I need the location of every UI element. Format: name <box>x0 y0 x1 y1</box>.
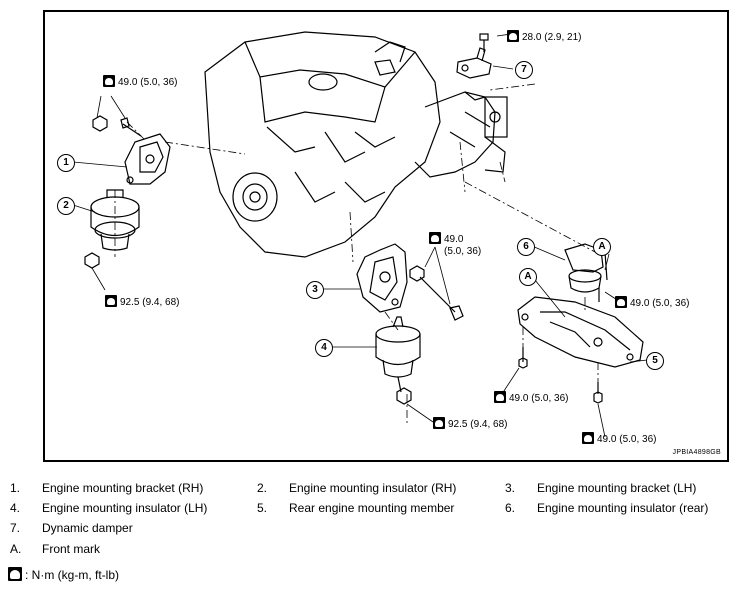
torque-wrench-icon <box>433 417 445 429</box>
legend-item-4: 4.Engine mounting insulator (LH) <box>10 501 208 515</box>
legend-item-1: 1.Engine mounting bracket (RH) <box>10 481 204 495</box>
callout-2: 2 <box>57 197 75 215</box>
torque-label-nut-rh: 92.5 (9.4, 68) <box>105 295 179 308</box>
torque-wrench-icon <box>8 567 22 581</box>
torque-wrench-icon <box>582 432 594 444</box>
leader-lines <box>72 33 648 438</box>
callout-3: 3 <box>306 281 324 299</box>
callout-front-mark-a-rear: A <box>593 238 611 256</box>
torque-label-member-rear: 49.0 (5.0, 36) <box>582 432 656 445</box>
torque-wrench-icon <box>507 30 519 42</box>
rear-member <box>517 296 644 368</box>
torque-wrench-icon <box>429 232 441 244</box>
callout-1: 1 <box>57 154 75 172</box>
callout-7: 7 <box>515 61 533 79</box>
torque-label-member-front: 49.0 (5.0, 36) <box>494 391 568 404</box>
transmission <box>414 91 508 178</box>
torque-wrench-icon <box>105 295 117 307</box>
dynamic-damper <box>456 33 492 79</box>
legend-item-7: 7.Dynamic damper <box>10 521 133 535</box>
bracket-rh <box>124 133 171 185</box>
torque-label-bolt-rh: 49.0 (5.0, 36) <box>103 75 177 88</box>
diagram-drawing <box>72 31 648 438</box>
callout-5: 5 <box>646 352 664 370</box>
callout-6: 6 <box>517 238 535 256</box>
legend-item-5: 5.Rear engine mounting member <box>257 501 455 515</box>
torque-wrench-icon <box>494 391 506 403</box>
torque-wrench-icon <box>615 296 627 308</box>
bolts-rh <box>92 115 142 137</box>
legend-item-6: 6.Engine mounting insulator (rear) <box>505 501 709 515</box>
legend-item-3: 3.Engine mounting bracket (LH) <box>505 481 697 495</box>
torque-label-rear-insulator: 49.0 (5.0, 36) <box>615 296 689 309</box>
unit-note: : N·m (kg-m, ft-lb) <box>8 567 119 582</box>
torque-label-nut-lh: 92.5 (9.4, 68) <box>433 417 507 430</box>
torque-wrench-icon <box>103 75 115 87</box>
center-lines <box>114 83 599 424</box>
torque-label-bracket-lh-value: 49.0 <box>429 232 463 245</box>
legend-item-2: 2.Engine mounting insulator (RH) <box>257 481 457 495</box>
engine-block <box>204 31 441 258</box>
insulator-lh <box>375 316 421 393</box>
figure-code: JPBIA4898GB <box>672 449 721 456</box>
torque-label-bracket-lh-units: (5.0, 36) <box>444 246 482 257</box>
bracket-lh <box>356 243 408 313</box>
torque-label-damper: 28.0 (2.9, 21) <box>507 30 581 43</box>
callout-4: 4 <box>315 339 333 357</box>
callout-front-mark-a: A <box>519 268 537 286</box>
exploded-diagram: 49.0 (5.0, 36) 28.0 (2.9, 21) 49.0 (5.0,… <box>43 10 729 462</box>
legend-item-a: A.Front mark <box>10 542 101 556</box>
